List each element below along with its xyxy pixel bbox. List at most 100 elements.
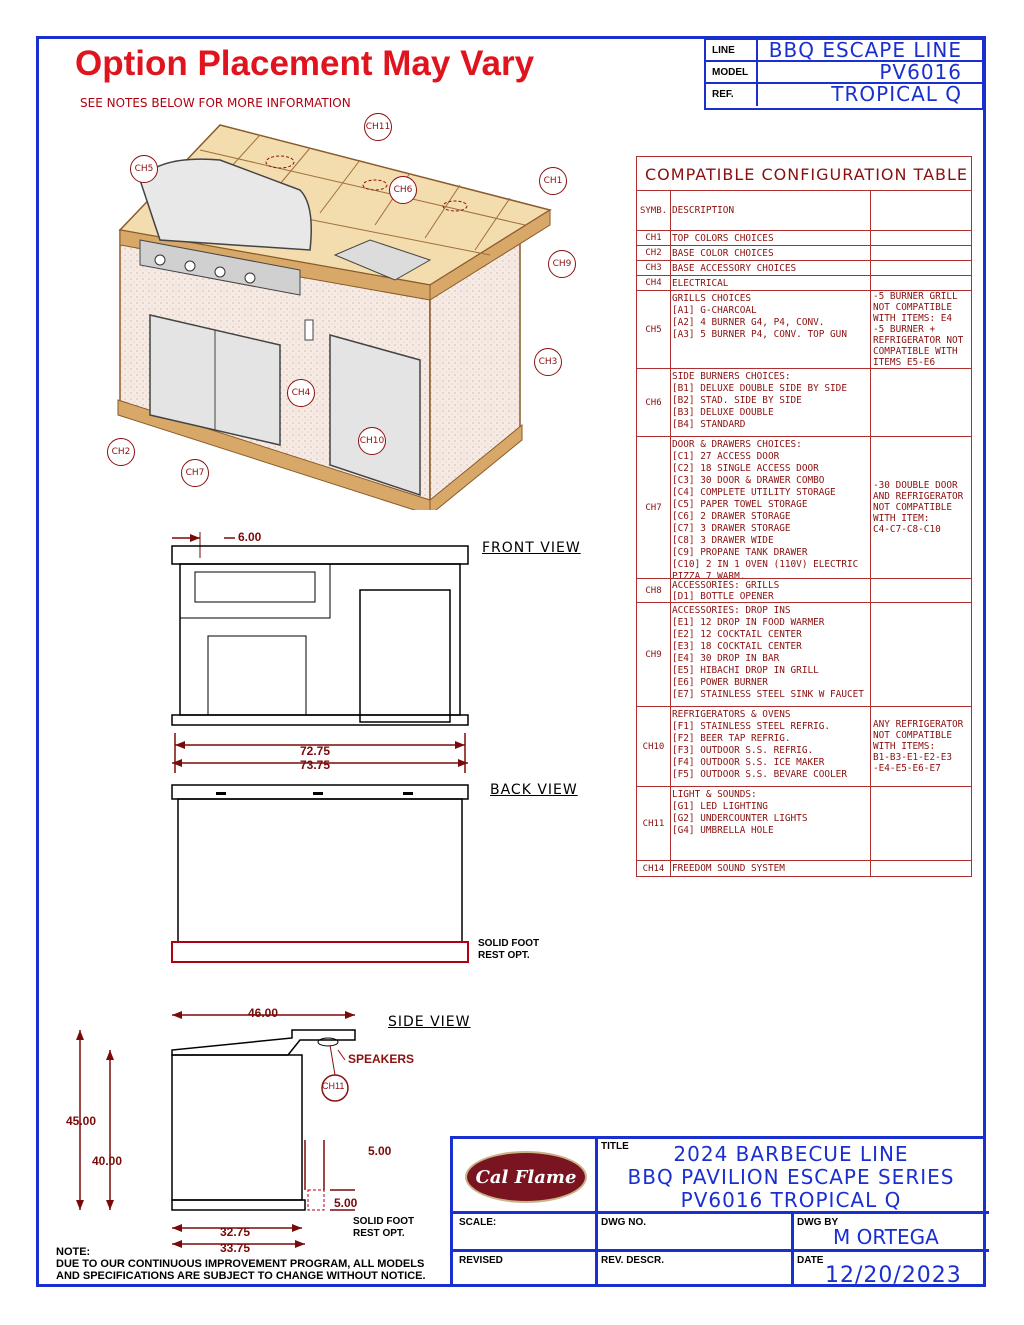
dwg-by-key: DWG BY — [797, 1217, 839, 1228]
row-description: GRILLS CHOICES [A1] G-CHARCOAL [A2] 4 BU… — [671, 291, 871, 368]
row-symbol: CH7 — [637, 437, 671, 578]
header-row-line: LINE BBQ ESCAPE LINE — [706, 38, 982, 62]
dim-side-inner: 32.75 — [220, 1225, 251, 1239]
header-value: PV6016 — [879, 60, 962, 84]
configuration-table-title: COMPATIBLE CONFIGURATION TABLE — [637, 157, 971, 191]
note-line-2: AND SPECIFICATIONS ARE SUBJECT TO CHANGE… — [56, 1270, 426, 1282]
logo-text: Cal Flame — [475, 1166, 577, 1188]
row-description: BASE ACCESSORY CHOICES — [671, 261, 871, 275]
back-view-foot-note: SOLID FOOT REST OPT. — [478, 938, 540, 961]
note-line-1: DUE TO OUR CONTINUOUS IMPROVEMENT PROGRA… — [56, 1258, 425, 1270]
title-line-2: BBQ PAVILION ESCAPE SERIES — [627, 1165, 955, 1189]
header-key: LINE — [706, 40, 758, 60]
row-symbol: CH9 — [637, 603, 671, 706]
row-symbol: CH2 — [637, 246, 671, 260]
revised-key: REVISED — [459, 1255, 503, 1266]
disclaimer-note: NOTE: DUE TO OUR CONTINUOUS IMPROVEMENT … — [56, 1246, 426, 1282]
row-symbol: CH1 — [637, 231, 671, 245]
dwg-no-key: DWG NO. — [601, 1217, 646, 1228]
row-symbol: CH10 — [637, 707, 671, 786]
row-description: FREEDOM SOUND SYSTEM — [671, 861, 871, 876]
callout-ch1: CH1 — [539, 167, 567, 195]
header-description: DESCRIPTION — [671, 191, 871, 230]
drawing-border — [36, 36, 986, 1287]
note-title: NOTE: — [56, 1246, 91, 1258]
speakers-label: SPEAKERS — [348, 1052, 415, 1066]
header-symbol: SYMB. — [637, 191, 671, 230]
row-symbol: CH8 — [637, 579, 671, 602]
configuration-table-header: SYMB. DESCRIPTION — [637, 191, 971, 231]
title-key: TITLE — [601, 1141, 629, 1152]
row-description: DOOR & DRAWERS CHOICES: [C1] 27 ACCESS D… — [671, 437, 871, 578]
row-symbol: CH4 — [637, 276, 671, 290]
side-view-foot-note: SOLID FOOT REST OPT. — [353, 1216, 415, 1239]
banner-subnote: SEE NOTES BELOW FOR MORE INFORMATION — [80, 96, 351, 110]
header-key: MODEL — [706, 62, 758, 82]
row-note — [871, 276, 971, 290]
row-note: -30 DOUBLE DOOR AND REFRIGERATOR NOT COM… — [873, 480, 964, 535]
dim-front-top: 6.00 — [238, 530, 262, 544]
header-key: REF. — [706, 84, 758, 106]
row-note: -5 BURNER GRILL NOT COMPATIBLE WITH ITEM… — [873, 291, 964, 368]
header-row-ref: REF. TROPICAL Q — [706, 82, 982, 106]
title-line-1: 2024 BARBECUE LINE — [673, 1142, 909, 1166]
row-description: ACCESSORIES: GRILLS [D1] BOTTLE OPENER — [671, 579, 871, 602]
dim-side-outer: 33.75 — [220, 1241, 251, 1255]
row-description: SIDE BURNERS CHOICES: [B1] DELUXE DOUBLE… — [671, 369, 871, 436]
header-info-table: LINE BBQ ESCAPE LINE MODEL PV6016 REF. T… — [704, 38, 984, 110]
scale-key: SCALE: — [459, 1217, 497, 1228]
title-line-3: PV6016 TROPICAL Q — [680, 1188, 902, 1212]
row-symbol: CH5 — [637, 291, 671, 368]
title-block: Cal Flame TITLE 2024 BARBECUE LINE BBQ P… — [450, 1136, 989, 1288]
callout-ch10: CH10 — [358, 427, 386, 455]
header-value: TROPICAL Q — [831, 82, 962, 106]
dim-front-inner: 72.75 — [300, 744, 331, 758]
header-row-model: MODEL PV6016 — [706, 60, 982, 84]
row-note — [871, 603, 971, 706]
row-note — [871, 579, 971, 602]
dim-side-foot-height: 5.00 — [334, 1196, 358, 1210]
row-symbol: CH6 — [637, 369, 671, 436]
row-description: TOP COLORS CHOICES — [671, 231, 871, 245]
row-note — [871, 369, 971, 436]
row-description: LIGHT & SOUNDS: [G1] LED LIGHTING [G2] U… — [671, 787, 871, 860]
rev-descr-key: REV. DESCR. — [601, 1255, 664, 1266]
row-symbol: CH11 — [637, 787, 671, 860]
callout-ch2: CH2 — [107, 438, 135, 466]
callout-ch9: CH9 — [548, 250, 576, 278]
row-symbol: CH3 — [637, 261, 671, 275]
callout-ch4: CH4 — [287, 379, 315, 407]
side-view-drawing — [76, 1011, 356, 1248]
dim-side-top: 46.00 — [248, 1006, 279, 1020]
row-description: ACCESSORIES: DROP INS [E1] 12 DROP IN FO… — [671, 603, 871, 706]
row-note — [871, 231, 971, 245]
row-note: ANY REFRIGERATOR NOT COMPATIBLE WITH ITE… — [873, 719, 964, 774]
side-callout-ch11: CH11 — [322, 1081, 345, 1091]
row-note — [871, 861, 971, 876]
callout-ch6: CH6 — [389, 176, 417, 204]
cal-flame-logo: Cal Flame — [465, 1151, 587, 1203]
dim-front-outer: 73.75 — [300, 758, 331, 772]
callout-ch5: CH5 — [130, 155, 158, 183]
dim-side-height-overall: 45.00 — [66, 1114, 97, 1128]
callout-ch11: CH11 — [364, 113, 392, 141]
dim-side-foot-width: 5.00 — [368, 1144, 392, 1158]
front-view-drawing — [171, 532, 469, 773]
row-note — [871, 261, 971, 275]
title-lines: 2024 BARBECUE LINE BBQ PAVILION ESCAPE S… — [601, 1143, 981, 1212]
row-description: ELECTRICAL — [671, 276, 871, 290]
header-note — [871, 191, 971, 230]
row-description: REFRIGERATORS & OVENS [F1] STAINLESS STE… — [671, 707, 871, 786]
back-view-drawing — [171, 784, 469, 963]
row-note — [871, 246, 971, 260]
